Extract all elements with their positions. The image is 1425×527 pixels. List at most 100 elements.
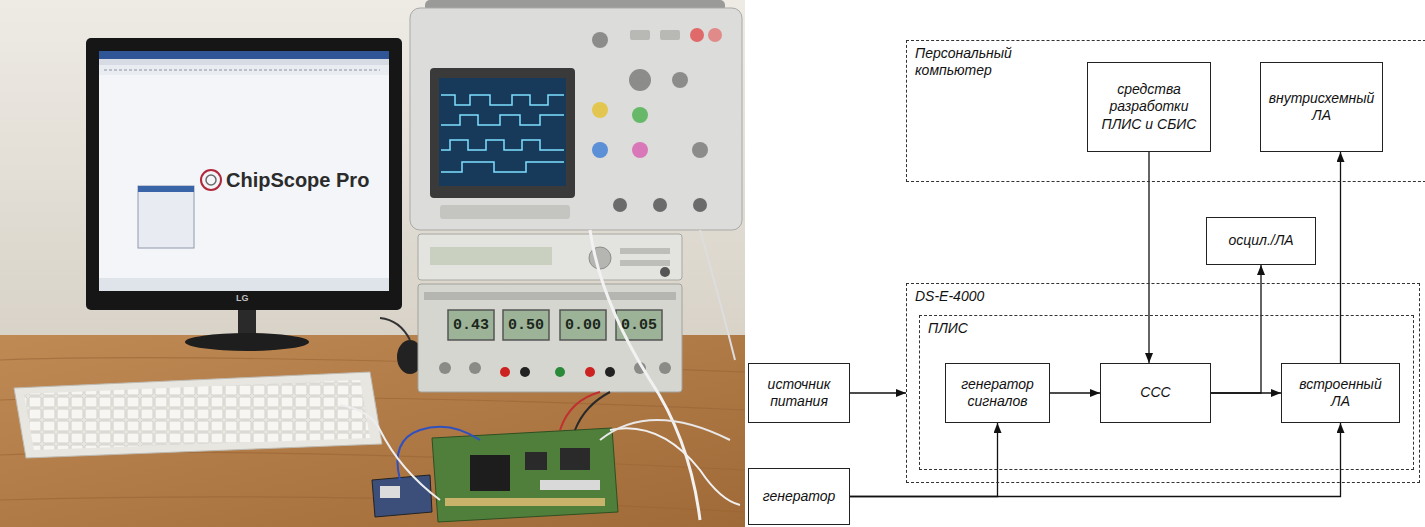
monitor-part (99, 51, 389, 291)
process-box: осцил./ЛА (1206, 217, 1316, 265)
monitor-part (99, 51, 389, 59)
monitor-part (185, 333, 309, 351)
oscilloscope-part (441, 95, 564, 105)
box-label: осцил./ЛА (1228, 232, 1293, 249)
power-supply-part (520, 367, 530, 377)
process-box: генератор (748, 468, 850, 525)
box-label: источник питания (760, 376, 838, 410)
power-supply-part (424, 292, 676, 300)
oscilloscope-part (690, 28, 704, 42)
monitor-part (138, 186, 194, 248)
monitor-part (104, 70, 380, 71)
arrow-connector (1050, 392, 1100, 393)
power-supply (418, 284, 682, 392)
oscilloscope-part (632, 107, 648, 123)
function-generator-part (430, 247, 552, 265)
power-supply-part (659, 362, 671, 374)
monitor-part (99, 65, 389, 75)
oscilloscope-part (430, 68, 575, 198)
oscilloscope-part (660, 30, 680, 40)
oscilloscope-part (613, 198, 627, 212)
power-supply-part (469, 362, 481, 374)
oscilloscope-part (632, 142, 648, 158)
monitor (86, 38, 402, 351)
oscilloscope-part (672, 72, 688, 88)
function-generator-part (620, 248, 670, 254)
brand-label: LG (236, 294, 249, 303)
keyboard-part (380, 318, 410, 340)
box-label: внутрисхемный ЛА (1269, 90, 1375, 124)
power-supply-part (560, 310, 606, 340)
board-region: DS-E-4000ПЛИСгенератор сигналовСССвстрое… (906, 283, 1420, 483)
oscilloscope (410, 0, 742, 230)
monitor-part (201, 170, 221, 190)
keyboard-part (24, 380, 370, 450)
box-label: генератор (763, 488, 836, 505)
cables-part (590, 230, 700, 520)
function-generator (418, 234, 682, 280)
oscilloscope-part (440, 205, 570, 219)
cables (340, 230, 740, 520)
power-supply-part (448, 310, 494, 340)
fpga-board-part (372, 475, 432, 517)
fpga-board-part (540, 480, 600, 490)
box-label: встроенный ЛА (1293, 376, 1388, 410)
fpga-board-part (470, 455, 510, 491)
monitor-part (99, 278, 389, 291)
cables-part (610, 428, 740, 505)
oscilloscope-part (592, 142, 608, 158)
cables-part (600, 420, 730, 440)
monitor-part (138, 186, 194, 192)
keyboard-part (14, 372, 382, 458)
power-supply-part (616, 310, 662, 340)
keyboard (14, 318, 423, 458)
power-supply-part (418, 284, 682, 392)
function-generator-part (418, 234, 682, 280)
oscilloscope-part (592, 102, 608, 118)
process-box: встроенный ЛА (1281, 363, 1400, 423)
region-label: Персональный компьютер (915, 45, 1035, 79)
function-generator-part (620, 260, 670, 266)
oscilloscope-part (629, 69, 651, 91)
wall-part (0, 0, 745, 345)
oscilloscope-part (441, 140, 564, 150)
oscilloscope-part (439, 78, 566, 186)
process-box: ССС (1100, 363, 1211, 423)
power-supply-part (605, 367, 615, 377)
fpga-board-part (380, 486, 400, 498)
arrow-connector (1148, 152, 1149, 363)
arrow-connector (1211, 265, 1261, 393)
monitor-part (86, 38, 402, 310)
fpga-board-part (432, 428, 618, 522)
fpga-region: ПЛИСгенератор сигналовСССвстроенный ЛА (919, 315, 1414, 470)
arrow-connector (1211, 392, 1281, 393)
power-supply-part (555, 367, 565, 377)
fpga-board-part (445, 498, 605, 506)
arrow-connector (850, 423, 1341, 497)
oscilloscope-part (693, 198, 707, 212)
power-supply-part (503, 310, 549, 340)
wall (0, 0, 745, 345)
process-box: средства разработки ПЛИС и СБИС (1087, 62, 1211, 152)
cables-part (700, 230, 735, 360)
process-box: внутрисхемный ЛА (1260, 62, 1383, 152)
cables-part (340, 405, 440, 500)
process-box: источник питания (748, 363, 850, 423)
screen-logo-text: ChipScope Pro (226, 170, 369, 190)
box-label: средства разработки ПЛИС и СБИС (1099, 81, 1199, 132)
oscilloscope-part (692, 142, 708, 158)
display-reading: 0.05 (621, 318, 657, 333)
arrow-connector (850, 423, 998, 497)
region-label: DS-E-4000 (915, 288, 984, 305)
process-box: генератор сигналов (945, 363, 1050, 423)
fpga-board-part (525, 452, 547, 470)
function-generator-part (660, 267, 670, 277)
oscilloscope-part (410, 8, 742, 230)
oscilloscope-part (653, 198, 667, 212)
oscilloscope-part (630, 30, 650, 40)
cables-part (575, 392, 610, 430)
oscilloscope-part (592, 32, 608, 48)
monitor-part (99, 59, 389, 65)
computer-region: Персональный компьютер средства разработк… (906, 40, 1425, 182)
